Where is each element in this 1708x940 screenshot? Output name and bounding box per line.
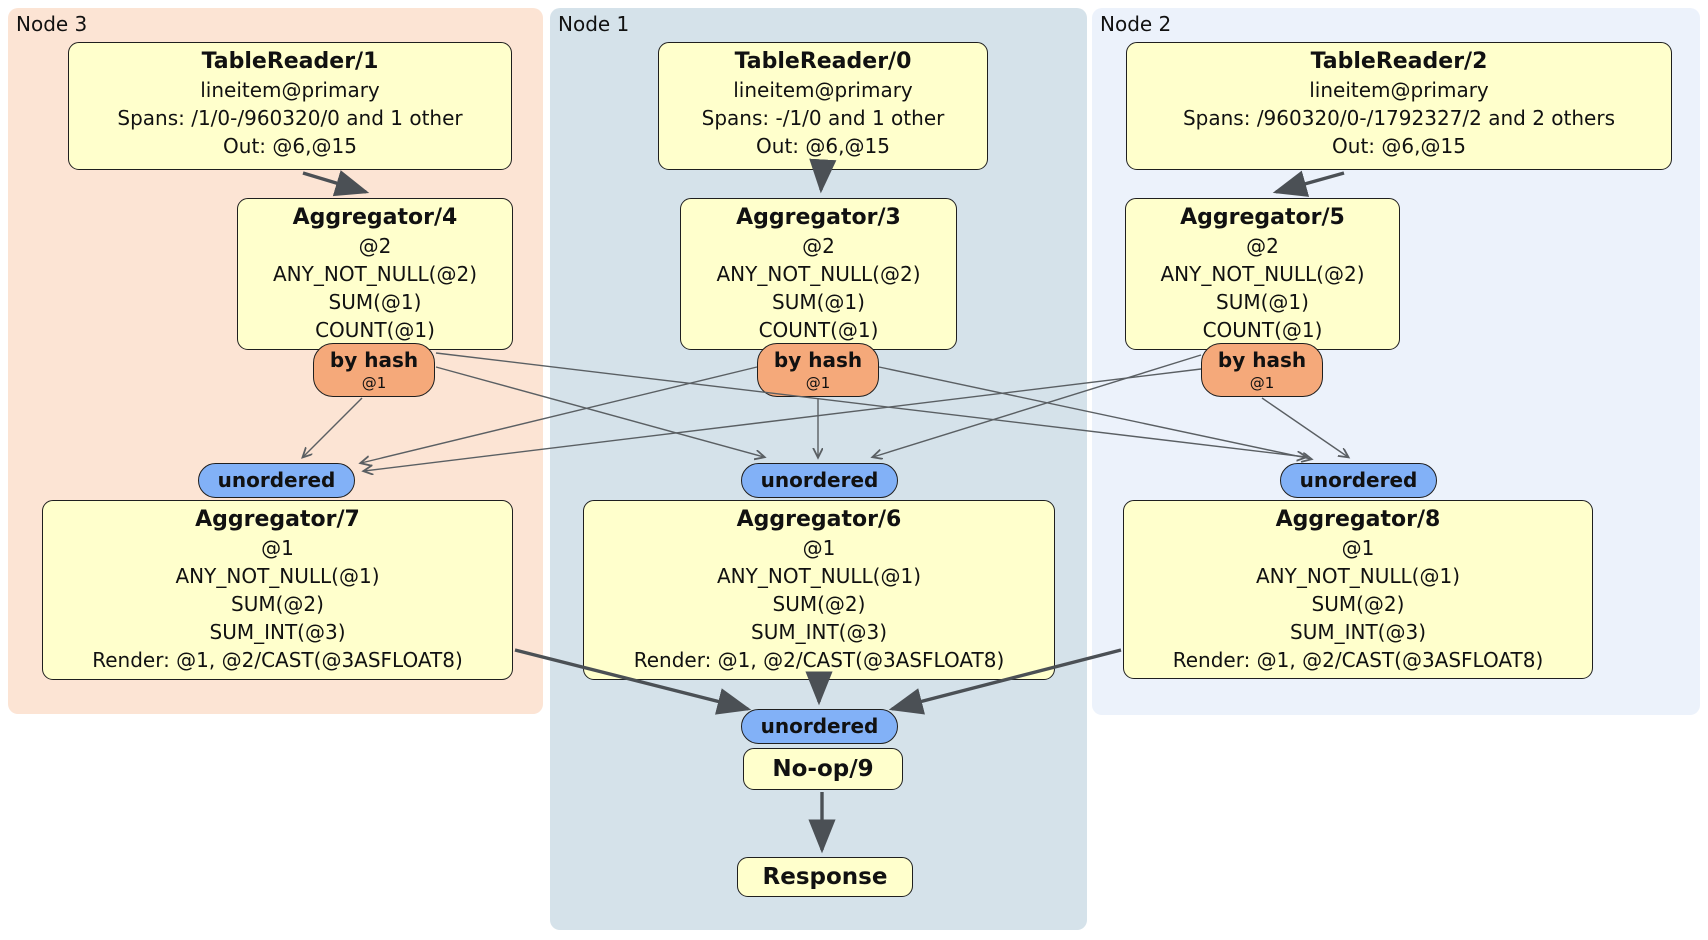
processor-detail: ANY_NOT_NULL(@2) <box>273 262 477 286</box>
processor-detail: Out: @6,@15 <box>1332 134 1466 158</box>
processor-tablereader-1: TableReader/1 lineitem@primary Spans: /1… <box>68 42 512 170</box>
panel-label-node-1: Node 1 <box>558 12 630 36</box>
processor-detail: ANY_NOT_NULL(@1) <box>717 564 921 588</box>
processor-title: Aggregator/6 <box>736 507 902 532</box>
processor-detail: SUM_INT(@3) <box>209 620 346 644</box>
processor-tablereader-2: TableReader/2 lineitem@primary Spans: /9… <box>1126 42 1672 170</box>
processor-aggregator-6: Aggregator/6 @1 ANY_NOT_NULL(@1) SUM(@2)… <box>583 500 1055 680</box>
processor-detail: Out: @6,@15 <box>223 134 357 158</box>
processor-detail: Render: @1, @2/CAST(@3ASFLOAT8) <box>92 648 463 672</box>
processor-title: No-op/9 <box>772 756 874 782</box>
stream-unordered-final: unordered <box>741 709 898 744</box>
processor-detail: ANY_NOT_NULL(@2) <box>1160 262 1365 286</box>
panel-label-node-2: Node 2 <box>1100 12 1172 36</box>
processor-title: TableReader/0 <box>734 49 912 74</box>
processor-noop-9: No-op/9 <box>743 748 903 790</box>
processor-detail: SUM(@2) <box>772 592 866 616</box>
processor-aggregator-5: Aggregator/5 @2 ANY_NOT_NULL(@2) SUM(@1)… <box>1125 198 1400 350</box>
router-label: by hash <box>773 348 863 372</box>
stream-unordered-7: unordered <box>198 463 355 498</box>
processor-aggregator-4: Aggregator/4 @2 ANY_NOT_NULL(@2) SUM(@1)… <box>237 198 513 350</box>
processor-detail: SUM(@1) <box>328 290 422 314</box>
processor-title: Aggregator/4 <box>292 205 458 230</box>
processor-detail: Spans: -/1/0 and 1 other <box>701 106 945 130</box>
processor-title: Response <box>762 864 888 890</box>
processor-detail: SUM(@1) <box>1216 290 1309 314</box>
processor-detail: @1 <box>261 536 294 560</box>
stream-unordered-6: unordered <box>741 463 898 498</box>
processor-detail: SUM(@2) <box>231 592 324 616</box>
processor-detail: lineitem@primary <box>733 78 913 102</box>
router-detail: @1 <box>805 374 831 392</box>
processor-aggregator-7: Aggregator/7 @1 ANY_NOT_NULL(@1) SUM(@2)… <box>42 500 513 680</box>
processor-detail: SUM_INT(@3) <box>751 620 887 644</box>
processor-detail: SUM_INT(@3) <box>1290 620 1426 644</box>
processor-title: TableReader/2 <box>1310 49 1488 74</box>
processor-detail: @1 <box>1341 536 1375 560</box>
processor-detail: ANY_NOT_NULL(@1) <box>1256 564 1460 588</box>
router-detail: @1 <box>1249 374 1275 392</box>
processor-detail: Out: @6,@15 <box>756 134 890 158</box>
processor-title: Aggregator/5 <box>1180 205 1345 230</box>
processor-aggregator-8: Aggregator/8 @1 ANY_NOT_NULL(@1) SUM(@2)… <box>1123 500 1593 679</box>
processor-detail: @2 <box>1246 234 1279 258</box>
processor-detail: SUM(@1) <box>772 290 865 314</box>
processor-detail: @2 <box>358 234 392 258</box>
processor-tablereader-0: TableReader/0 lineitem@primary Spans: -/… <box>658 42 988 170</box>
processor-detail: Spans: /960320/0-/1792327/2 and 2 others <box>1182 106 1615 130</box>
processor-title: Aggregator/8 <box>1275 507 1441 532</box>
stream-unordered-8: unordered <box>1280 463 1437 498</box>
router-label: by hash <box>1217 348 1307 372</box>
processor-detail: SUM(@2) <box>1311 592 1405 616</box>
processor-title: Aggregator/3 <box>736 205 901 230</box>
processor-detail: Render: @1, @2/CAST(@3ASFLOAT8) <box>1172 648 1544 672</box>
processor-aggregator-3: Aggregator/3 @2 ANY_NOT_NULL(@2) SUM(@1)… <box>680 198 957 350</box>
router-detail: @1 <box>361 374 387 392</box>
processor-response: Response <box>737 857 913 897</box>
router-label: by hash <box>329 348 419 372</box>
processor-detail: ANY_NOT_NULL(@1) <box>175 564 380 588</box>
processor-detail: COUNT(@1) <box>758 318 879 342</box>
router-by-hash-5: by hash @1 <box>1201 343 1323 397</box>
processor-detail: Render: @1, @2/CAST(@3ASFLOAT8) <box>633 648 1005 672</box>
processor-detail: @2 <box>802 234 835 258</box>
router-by-hash-4: by hash @1 <box>313 343 435 397</box>
processor-detail: @1 <box>802 536 836 560</box>
processor-detail: ANY_NOT_NULL(@2) <box>716 262 921 286</box>
processor-detail: COUNT(@1) <box>1202 318 1323 342</box>
processor-detail: lineitem@primary <box>1309 78 1489 102</box>
processor-detail: lineitem@primary <box>200 78 380 102</box>
panel-label-node-3: Node 3 <box>16 12 88 36</box>
processor-detail: Spans: /1/0-/960320/0 and 1 other <box>117 106 463 130</box>
router-by-hash-3: by hash @1 <box>757 343 879 397</box>
processor-title: Aggregator/7 <box>195 507 360 532</box>
processor-detail: COUNT(@1) <box>315 318 435 342</box>
processor-title: TableReader/1 <box>201 49 379 74</box>
